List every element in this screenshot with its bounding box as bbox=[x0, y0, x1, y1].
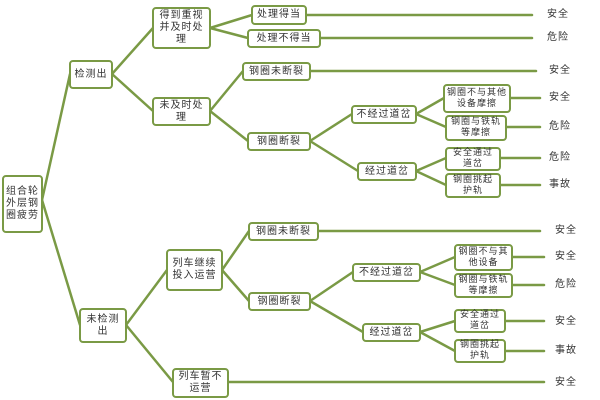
outcome-label: 危险 bbox=[549, 121, 571, 132]
lift-guard-node-2: 钢圈挑起护轨 bbox=[454, 339, 506, 363]
proper-handling-node: 处理得当 bbox=[251, 5, 307, 25]
handled-node: 得到重视并及时处理 bbox=[152, 7, 211, 49]
undetected-node: 未检测出 bbox=[79, 308, 127, 343]
safe-pass-node-2: 安全通过道岔 bbox=[454, 309, 506, 333]
outcome-label: 危险 bbox=[547, 32, 569, 43]
ring-broken-node-1: 钢圈断裂 bbox=[247, 132, 311, 151]
outcome-label: 安全 bbox=[555, 316, 577, 327]
rail-friction-node-1: 钢圈与铁轨等摩擦 bbox=[445, 115, 507, 141]
switch-node-1: 经过道岔 bbox=[357, 162, 417, 181]
outcome-label: 危险 bbox=[549, 152, 571, 163]
outcome-label: 安全 bbox=[555, 225, 577, 236]
no-switch-node-2: 不经过道岔 bbox=[352, 263, 421, 282]
no-friction-node-1: 钢圈不与其他设备摩擦 bbox=[443, 84, 511, 113]
outcome-label: 安全 bbox=[549, 92, 571, 103]
outcome-label: 危险 bbox=[555, 279, 577, 290]
safe-pass-node-1: 安全通过道岔 bbox=[445, 147, 501, 171]
switch-node-2: 经过道岔 bbox=[362, 323, 421, 342]
suspend-operation-node: 列车暂不运营 bbox=[172, 368, 229, 398]
no-switch-node-1: 不经过道岔 bbox=[351, 105, 417, 124]
root-node: 组合轮外层钢圈疲劳 bbox=[2, 175, 43, 233]
outcome-label: 安全 bbox=[555, 377, 577, 388]
not-handled-node: 未及时处理 bbox=[152, 97, 211, 126]
detected-node: 检测出 bbox=[69, 60, 113, 89]
ring-broken-node-2: 钢圈断裂 bbox=[248, 292, 311, 311]
continue-operation-node: 列车继续投入运营 bbox=[166, 249, 223, 291]
no-friction-node-2: 钢圈不与其他设备 bbox=[454, 244, 513, 271]
rail-friction-node-2: 钢圈与铁轨等摩擦 bbox=[454, 273, 513, 298]
outcome-label: 安全 bbox=[549, 65, 571, 76]
outcome-label: 安全 bbox=[555, 251, 577, 262]
outcome-label: 安全 bbox=[547, 9, 569, 20]
outcome-label: 事故 bbox=[555, 345, 577, 356]
lift-guard-node-1: 钢圈挑起护轨 bbox=[445, 173, 501, 198]
ring-not-broken-node-2: 钢圈未断裂 bbox=[248, 222, 319, 241]
improper-handling-node: 处理不得当 bbox=[247, 29, 321, 48]
ring-not-broken-node-1: 钢圈未断裂 bbox=[242, 62, 311, 81]
outcome-label: 事故 bbox=[549, 179, 571, 190]
